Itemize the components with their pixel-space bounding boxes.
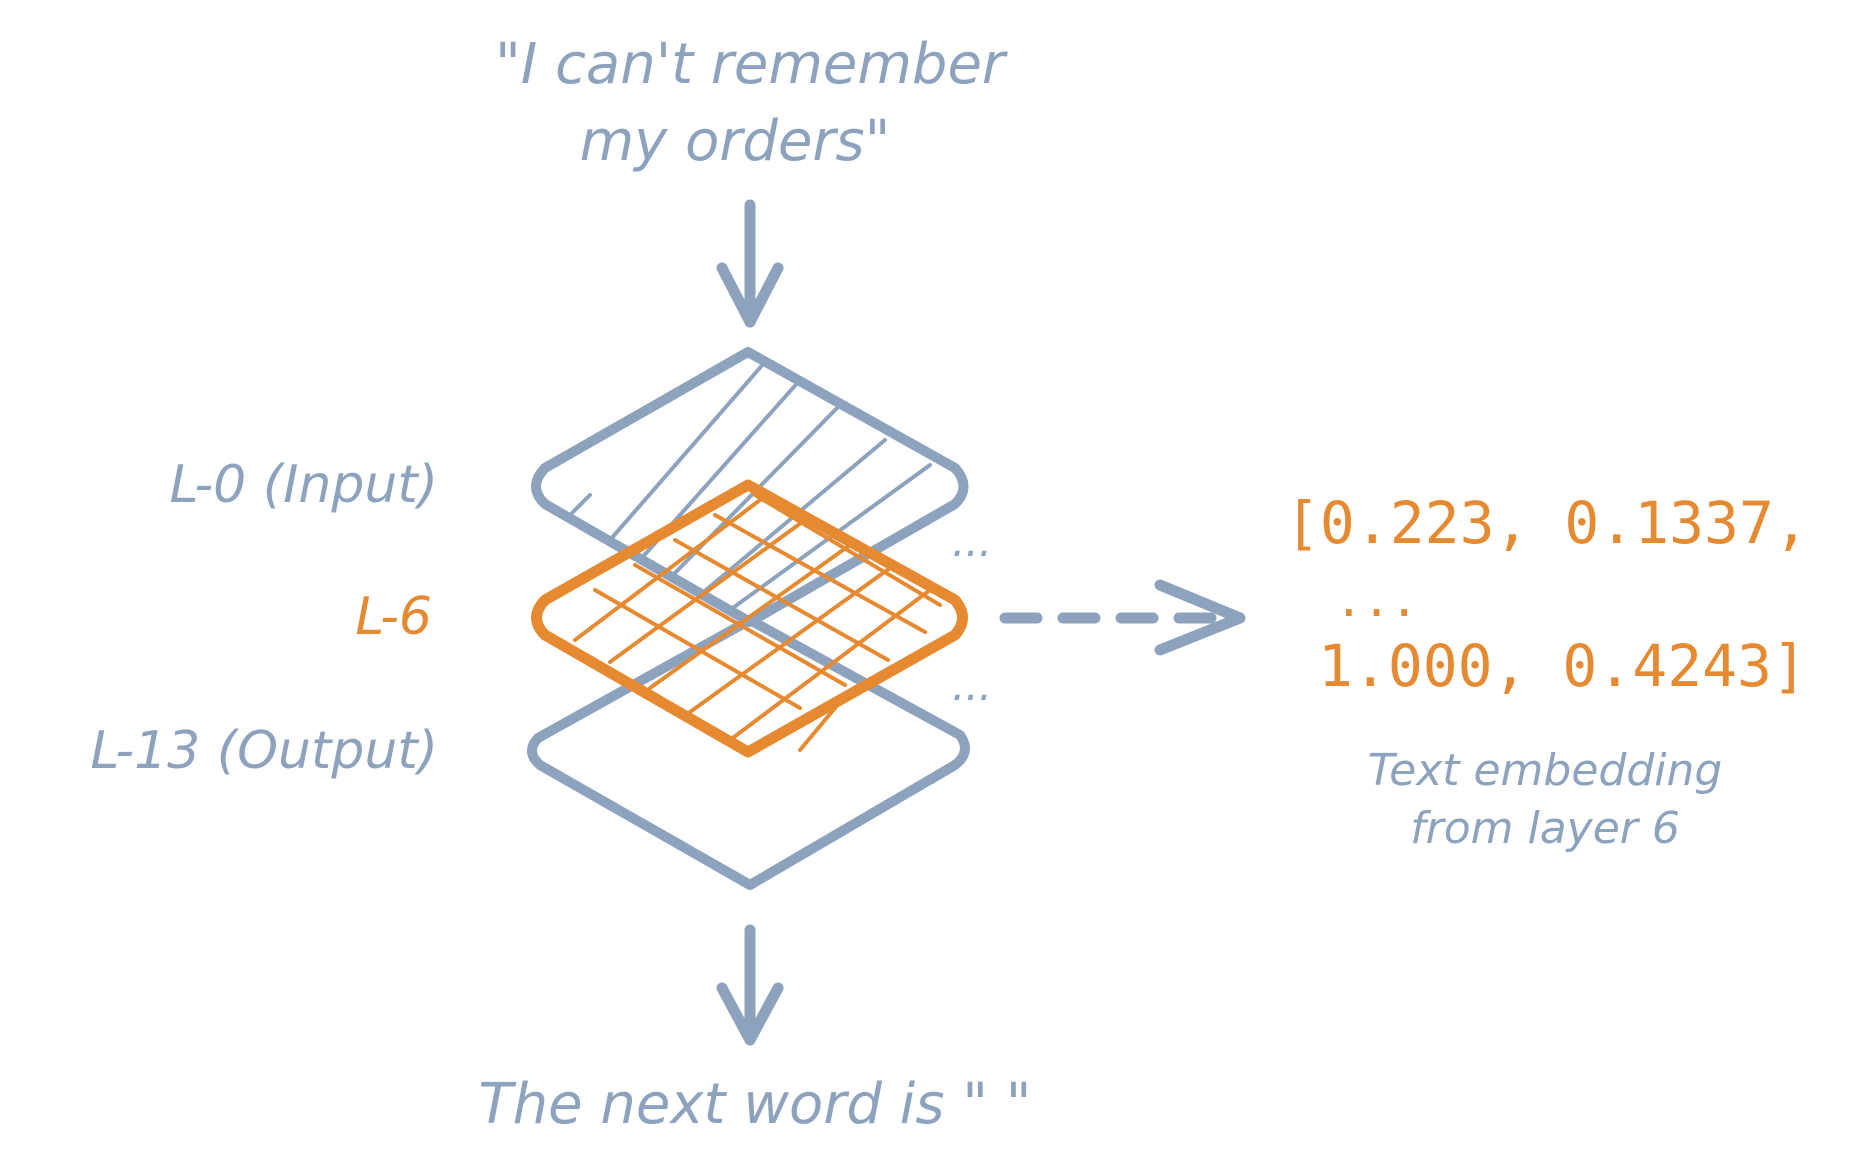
layer-label-middle: L-6	[355, 587, 432, 647]
embedding-caption-line-1: Text embedding	[1368, 745, 1723, 796]
embedding-vector-line-3: 1.000, 0.4243]	[1318, 632, 1807, 700]
layer-ellipsis-upper: ...	[952, 517, 992, 566]
input-sentence-line-1: "I can't remember	[495, 32, 1008, 97]
input-arrow	[716, 199, 784, 328]
output-arrow	[716, 924, 784, 1046]
layer-label-input: L-0 (Input)	[169, 455, 438, 515]
input-sentence-line-2: my orders"	[580, 109, 891, 174]
output-sentence: The next word is " "	[478, 1072, 1031, 1137]
output-layer-plane	[527, 615, 970, 890]
embedding-vector-line-2: ...	[1335, 573, 1418, 627]
layer-label-output: L-13 (Output)	[90, 721, 438, 781]
layer-ellipsis-lower: ...	[952, 661, 992, 710]
middle-layer-plane	[531, 479, 968, 758]
embedding-caption-line-2: from layer 6	[1410, 803, 1680, 854]
embedding-dashed-arrow	[999, 579, 1246, 656]
embedding-vector-line-1: [0.223, 0.1337,	[1285, 489, 1809, 557]
